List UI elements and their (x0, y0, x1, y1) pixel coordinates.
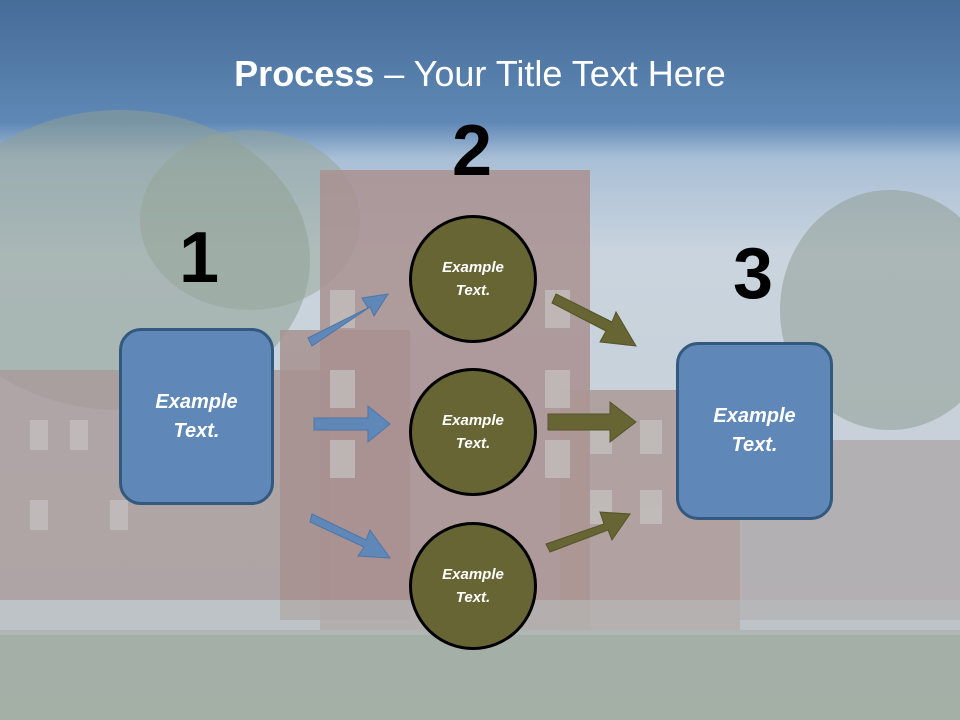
step-1-box: Example Text. (119, 328, 274, 505)
circle-bottom-label: Example Text. (442, 566, 504, 606)
circle-top: Example Text. (409, 215, 537, 343)
circle-middle-label: Example Text. (442, 412, 504, 452)
step-1-label: Example Text. (155, 390, 238, 442)
arrow-1-to-middle-circle (313, 404, 391, 444)
step-number-1: 1 (178, 218, 220, 298)
arrow-1-to-top-circle (307, 293, 390, 347)
step-3-label: Example Text. (713, 405, 796, 456)
step-3-box: Example Text. (676, 342, 833, 520)
arrow-top-circle-to-3 (551, 293, 637, 347)
circle-bottom: Example Text. (409, 522, 537, 650)
circle-middle: Example Text. (409, 368, 537, 496)
title-bold: Process (234, 53, 375, 94)
arrow-middle-circle-to-3 (547, 400, 637, 444)
title-rest: – Your Title Text Here (374, 53, 726, 94)
slide-title: Process – Your Title Text Here (0, 52, 960, 96)
circle-top-label: Example Text. (442, 259, 504, 299)
step-number-2: 2 (451, 111, 493, 191)
arrow-bottom-circle-to-3 (545, 511, 631, 553)
step-number-3: 3 (732, 234, 774, 314)
arrow-1-to-bottom-circle (309, 513, 392, 559)
